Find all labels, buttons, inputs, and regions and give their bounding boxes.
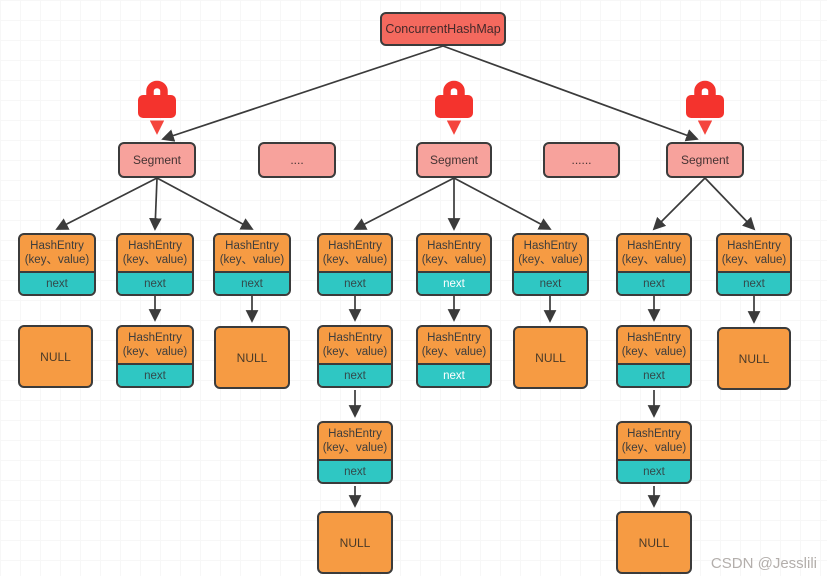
hashentry-line1: HashEntry (627, 239, 681, 252)
hashentry-line1: HashEntry (727, 239, 781, 252)
hashentry-line2: (key、value) (322, 346, 388, 358)
next-pointer: next (20, 271, 94, 294)
hashentry-line2: (key、value) (621, 442, 687, 454)
lock-icon (435, 85, 473, 135)
null-node: NULL (513, 326, 588, 389)
hashentry-node: HashEntry (key、value) next (116, 325, 194, 388)
hashentry-node: HashEntry (key、value) next (416, 325, 492, 388)
lock-icon (686, 85, 724, 135)
hashentry-line2: (key、value) (518, 254, 583, 266)
null-node: NULL (18, 325, 93, 388)
hashentry-line1: HashEntry (328, 331, 382, 344)
hashentry-line1: HashEntry (128, 331, 182, 344)
hashentry-label: HashEntry (key、value) (618, 423, 690, 459)
hashentry-label: HashEntry (key、value) (118, 235, 192, 271)
next-pointer: next (418, 271, 490, 294)
hashentry-line1: HashEntry (328, 239, 382, 252)
hashentry-node: HashEntry (key、value) next (213, 233, 291, 296)
hashentry-line2: (key、value) (322, 442, 388, 454)
csdn-watermark: CSDN @Jesslili (710, 555, 817, 572)
next-pointer: next (618, 459, 690, 482)
hashentry-line1: HashEntry (627, 427, 681, 440)
next-pointer: next (118, 271, 192, 294)
hashentry-line2: (key、value) (322, 254, 388, 266)
null-node: NULL (214, 326, 290, 389)
next-pointer: next (215, 271, 289, 294)
segment-ellipsis-node-2: ...... (543, 142, 620, 178)
segment-node-2: Segment (416, 142, 492, 178)
hashentry-label: HashEntry (key、value) (118, 327, 192, 363)
hashentry-line1: HashEntry (427, 331, 481, 344)
next-pointer: next (618, 271, 690, 294)
hashentry-node: HashEntry (key、value) next (616, 421, 692, 484)
segment-node-3: Segment (666, 142, 744, 178)
hashentry-line2: (key、value) (122, 254, 188, 266)
hashentry-label: HashEntry (key、value) (418, 235, 490, 271)
segment-node-1: Segment (118, 142, 196, 178)
hashentry-node: HashEntry (key、value) next (317, 233, 393, 296)
hashentry-line1: HashEntry (225, 239, 279, 252)
hashentry-node: HashEntry (key、value) next (317, 421, 393, 484)
hashentry-node: HashEntry (key、value) next (512, 233, 589, 296)
hashentry-label: HashEntry (key、value) (618, 235, 690, 271)
hashentry-label: HashEntry (key、value) (618, 327, 690, 363)
hashentry-node: HashEntry (key、value) next (317, 325, 393, 388)
hashentry-label: HashEntry (key、value) (319, 423, 391, 459)
next-pointer: next (718, 271, 790, 294)
lock-icon (138, 85, 176, 135)
null-node: NULL (616, 511, 692, 574)
hashentry-node: HashEntry (key、value) next (18, 233, 96, 296)
hashentry-label: HashEntry (key、value) (418, 327, 490, 363)
next-pointer: next (118, 363, 192, 386)
hashentry-node: HashEntry (key、value) next (616, 325, 692, 388)
next-pointer: next (319, 271, 391, 294)
next-pointer: next (319, 459, 391, 482)
hashentry-label: HashEntry (key、value) (514, 235, 587, 271)
segment-ellipsis-node-1: .... (258, 142, 336, 178)
hashentry-line2: (key、value) (122, 346, 188, 358)
hashentry-label: HashEntry (key、value) (20, 235, 94, 271)
hashentry-line1: HashEntry (627, 331, 681, 344)
hashentry-line2: (key、value) (421, 346, 487, 358)
hashentry-line2: (key、value) (621, 346, 687, 358)
next-pointer: next (514, 271, 587, 294)
null-node: NULL (317, 511, 393, 574)
hashentry-label: HashEntry (key、value) (215, 235, 289, 271)
hashentry-label: HashEntry (key、value) (319, 235, 391, 271)
next-pointer: next (319, 363, 391, 386)
hashentry-line2: (key、value) (421, 254, 487, 266)
hashentry-line1: HashEntry (523, 239, 578, 252)
hashentry-node: HashEntry (key、value) next (416, 233, 492, 296)
hashentry-label: HashEntry (key、value) (718, 235, 790, 271)
next-pointer: next (618, 363, 690, 386)
hashentry-line1: HashEntry (427, 239, 481, 252)
hashentry-line1: HashEntry (328, 427, 382, 440)
null-node: NULL (717, 327, 791, 390)
hashentry-line1: HashEntry (30, 239, 84, 252)
concurrenthashmap-node: ConcurrentHashMap (380, 12, 506, 46)
next-pointer: next (418, 363, 490, 386)
hashentry-node: HashEntry (key、value) next (116, 233, 194, 296)
hashentry-label: HashEntry (key、value) (319, 327, 391, 363)
hashentry-line2: (key、value) (24, 254, 90, 266)
hashentry-node: HashEntry (key、value) next (716, 233, 792, 296)
hashentry-line2: (key、value) (621, 254, 687, 266)
hashentry-line2: (key、value) (219, 254, 285, 266)
hashentry-line2: (key、value) (721, 254, 787, 266)
hashentry-node: HashEntry (key、value) next (616, 233, 692, 296)
hashentry-line1: HashEntry (128, 239, 182, 252)
